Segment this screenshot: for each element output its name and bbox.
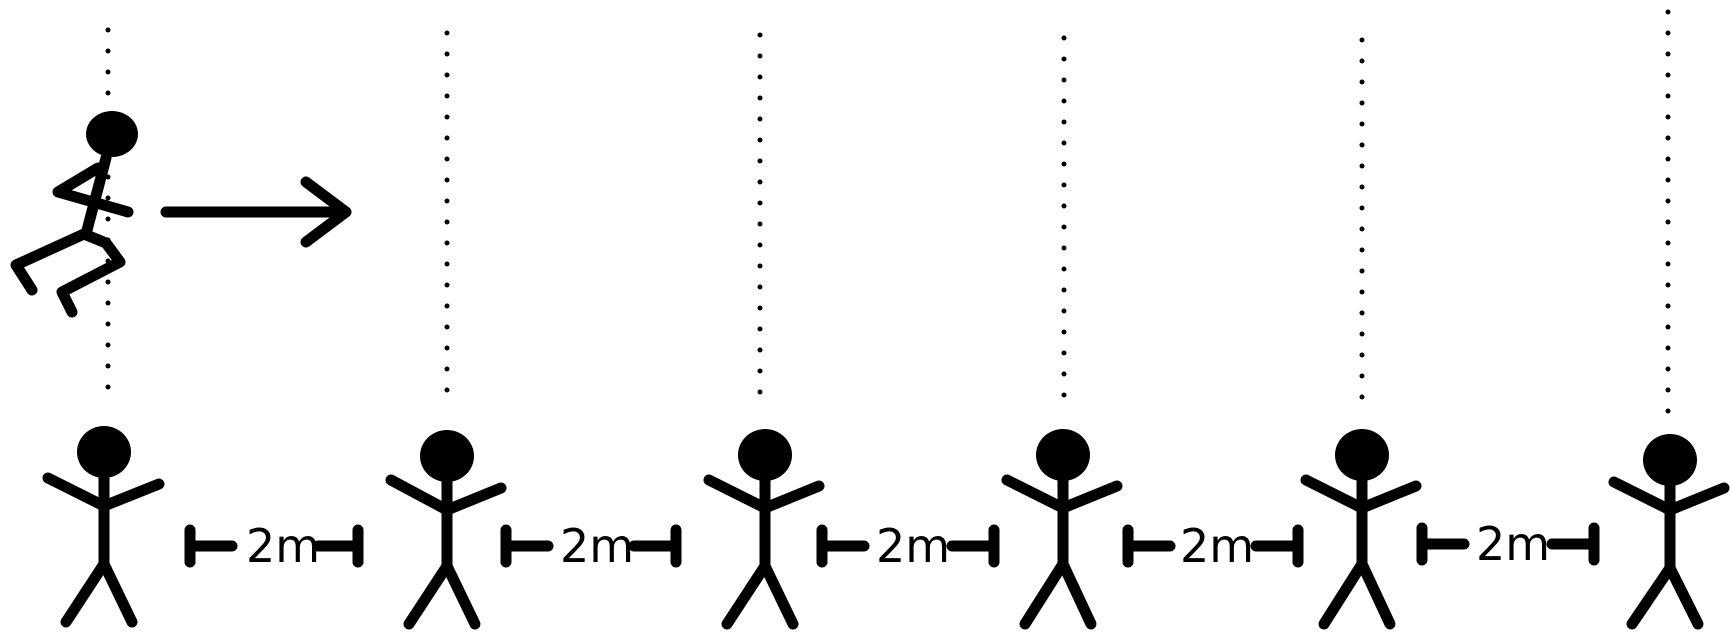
running-person-icon bbox=[10, 111, 138, 318]
distance-marker-4: 2m bbox=[1122, 519, 1304, 573]
distance-label: 2m bbox=[560, 519, 634, 573]
distance-label: 2m bbox=[246, 519, 320, 573]
distance-label: 2m bbox=[1180, 519, 1254, 573]
standing-people bbox=[42, 426, 1730, 630]
standing-person-icon-1 bbox=[42, 426, 165, 628]
distance-marker-1: 2m bbox=[184, 519, 364, 573]
distance-marker-3: 2m bbox=[816, 519, 1000, 573]
direction-arrow-icon bbox=[160, 176, 352, 248]
standing-person-icon-2 bbox=[385, 430, 507, 630]
standing-person-icon-4 bbox=[1001, 429, 1123, 630]
distance-marker-5: 2m bbox=[1416, 517, 1600, 571]
distance-label: 2m bbox=[1476, 517, 1550, 571]
standing-person-icon-5 bbox=[1300, 429, 1422, 630]
standing-person-icon-3 bbox=[703, 429, 825, 630]
distance-markers: 2m 2m 2m 2m bbox=[184, 517, 1600, 573]
distance-label: 2m bbox=[876, 519, 950, 573]
standing-person-icon-6 bbox=[1608, 434, 1730, 630]
distance-marker-2: 2m bbox=[500, 519, 682, 573]
dotted-guide-lines bbox=[105, 9, 1671, 423]
